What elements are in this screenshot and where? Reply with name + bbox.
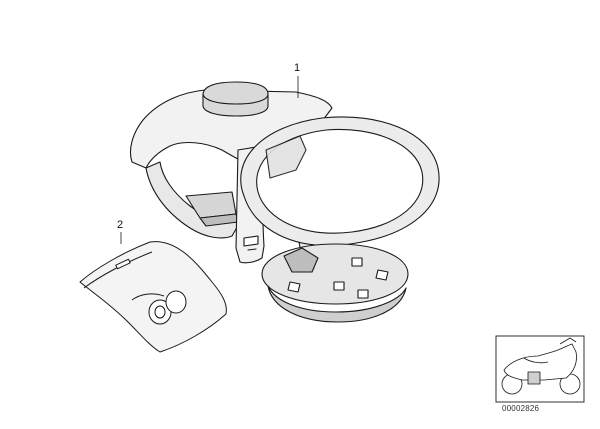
callout-label-2: 2 bbox=[117, 219, 124, 231]
cup-holder-icon bbox=[129, 81, 440, 323]
motorcycle-icon bbox=[501, 337, 581, 395]
diagram-id: 00002826 bbox=[502, 404, 540, 413]
small-parts-bag-icon bbox=[79, 241, 227, 353]
callout-label-1: 1 bbox=[294, 62, 301, 74]
